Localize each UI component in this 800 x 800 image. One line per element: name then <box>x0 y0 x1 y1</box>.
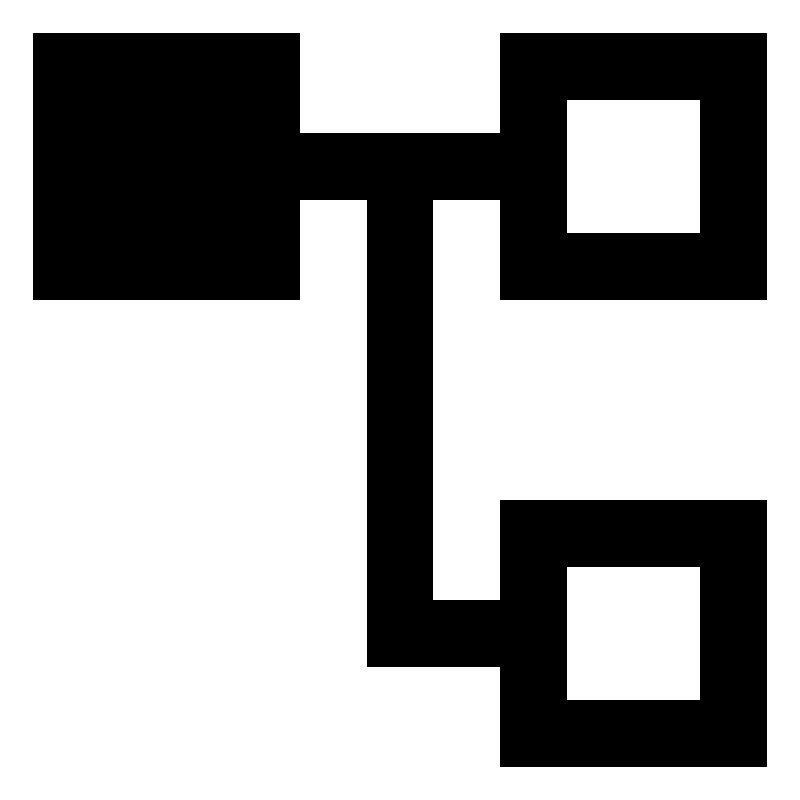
connector-vertical-trunk <box>367 200 433 667</box>
child-node-bottom-square <box>500 500 767 767</box>
child-node-top-square <box>500 33 767 300</box>
connector-horizontal-top <box>300 133 500 200</box>
connector-horizontal-bottom <box>433 600 500 667</box>
root-node-square <box>33 33 300 300</box>
